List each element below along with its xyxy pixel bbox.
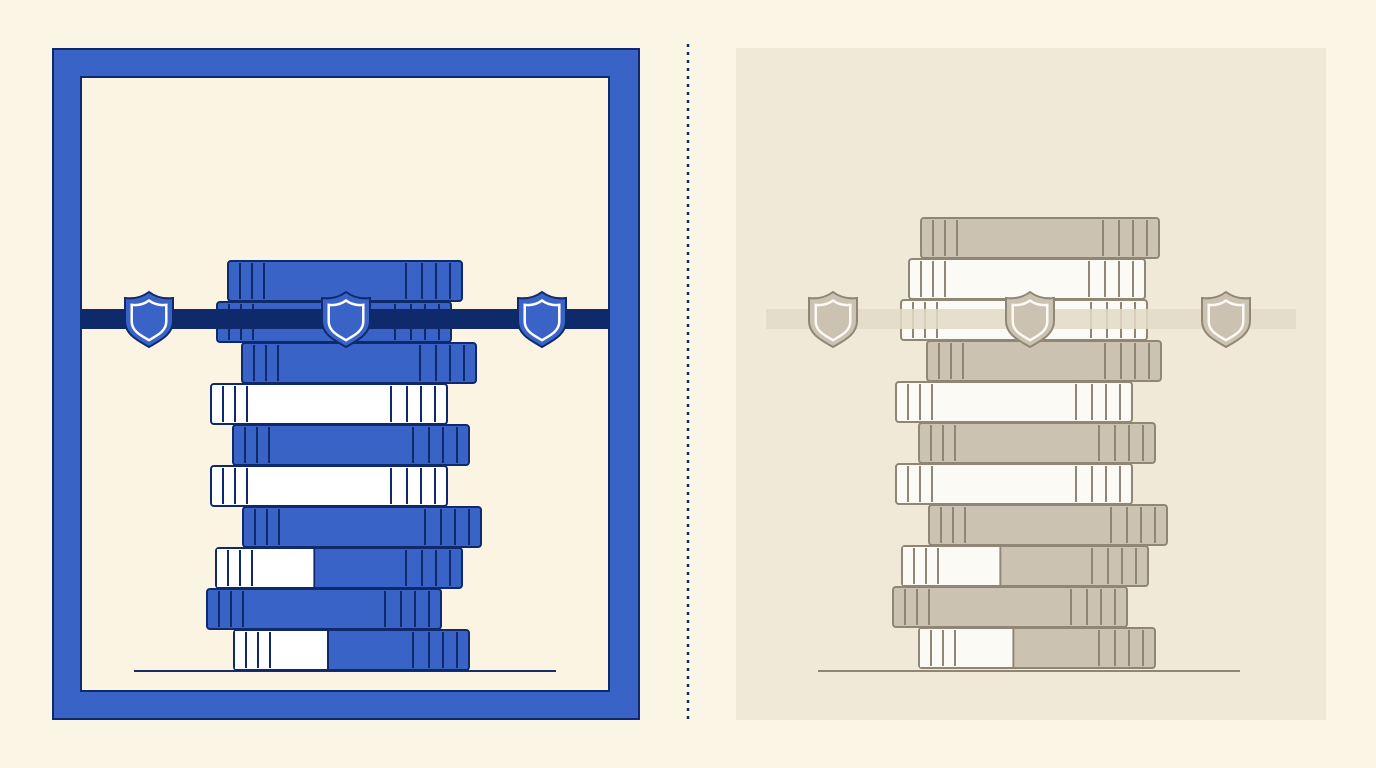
book-cover-light (217, 549, 316, 587)
book (210, 465, 448, 507)
shield-row (808, 290, 1251, 349)
book (895, 463, 1133, 505)
book (232, 424, 470, 466)
book-cover-light (903, 547, 1002, 585)
book (895, 381, 1133, 423)
left-panel (52, 48, 640, 720)
book (215, 547, 463, 589)
shield-inner (327, 298, 365, 342)
book-cover-light (235, 631, 329, 669)
shield-inner (130, 298, 168, 342)
shield-icon (124, 290, 174, 349)
book (241, 342, 477, 384)
shield-inner (814, 298, 852, 342)
book (233, 629, 470, 671)
shield-inner (523, 298, 561, 342)
shield-icon (1005, 290, 1055, 349)
shield-row (124, 290, 567, 349)
shield-inner (1011, 298, 1049, 342)
book (210, 383, 448, 425)
book (892, 586, 1128, 628)
book (206, 588, 442, 630)
book (901, 545, 1149, 587)
book (918, 627, 1156, 669)
shield-icon (517, 290, 567, 349)
book (928, 504, 1168, 546)
book (920, 217, 1160, 259)
book-cover-light (920, 629, 1015, 667)
book (242, 506, 482, 548)
shield-icon (1201, 290, 1251, 349)
book (926, 340, 1162, 382)
book (918, 422, 1156, 464)
shield-icon (808, 290, 858, 349)
right-panel (736, 48, 1326, 720)
book-stack (892, 217, 1168, 669)
shield-inner (1207, 298, 1245, 342)
book-stack (206, 260, 482, 671)
shield-icon (321, 290, 371, 349)
